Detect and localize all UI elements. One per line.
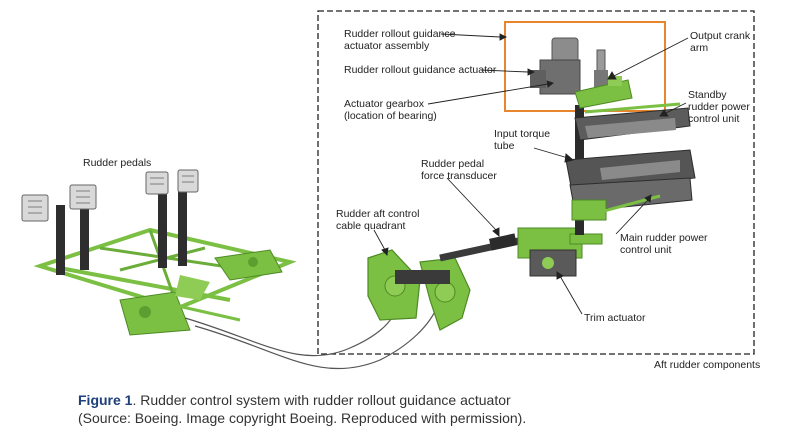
label-line: Actuator gearbox xyxy=(344,98,424,110)
control-cable xyxy=(194,304,439,370)
label-line: force transducer xyxy=(421,170,497,182)
label-input-torque: Input torque tube xyxy=(494,128,550,152)
label-trim-actuator: Trim actuator xyxy=(584,312,646,324)
caption-text-1: . Rudder control system with rudder roll… xyxy=(132,392,511,408)
caption-text-2: (Source: Boeing. Image copyright Boeing.… xyxy=(78,410,527,426)
label-line: arm xyxy=(690,42,709,54)
label-pedal-transducer: Rudder pedal force transducer xyxy=(421,158,497,182)
label-line: control unit xyxy=(688,113,740,125)
label-line: Rudder aft control xyxy=(336,208,420,220)
label-gearbox: Actuator gearbox (location of bearing) xyxy=(344,98,437,122)
label-line: actuator assembly xyxy=(344,40,430,52)
label-rudder-pedals: Rudder pedals xyxy=(83,157,152,169)
label-main-pcu: Main rudder power control unit xyxy=(620,232,708,256)
label-line: Rudder pedal xyxy=(421,158,485,170)
rudder-pedals-assembly xyxy=(21,169,297,336)
label-output-crank: Output crank arm xyxy=(690,30,750,54)
label-line: (location of bearing) xyxy=(344,110,437,122)
caption-figure-number: Figure 1 xyxy=(78,392,133,408)
label-line: Rudder rollout guidance xyxy=(344,28,456,40)
label-line: rudder power xyxy=(688,101,750,113)
label-aft-quadrant: Rudder aft control cable quadrant xyxy=(336,208,419,232)
rrg-actuator-assembly xyxy=(530,37,633,109)
label-line: control unit xyxy=(620,244,672,256)
aft-cable-quadrant xyxy=(367,249,471,331)
label-rrg-actuator: Rudder rollout guidance actuator xyxy=(344,64,497,76)
caption-line-1: Figure 1. Rudder control system with rud… xyxy=(78,391,778,409)
main-rudder-pcu xyxy=(565,149,696,221)
aft-components-box xyxy=(317,10,755,355)
label-rrg-assembly: Rudder rollout guidance actuator assembl… xyxy=(344,28,456,52)
label-line: Output crank xyxy=(690,30,751,42)
label-aft-components: Aft rudder components xyxy=(654,359,761,371)
figure-caption: Figure 1. Rudder control system with rud… xyxy=(78,391,778,427)
control-cable xyxy=(184,299,401,357)
label-line: Standby xyxy=(688,89,727,101)
force-transducer xyxy=(489,233,517,251)
label-line: cable quadrant xyxy=(336,220,406,232)
label-line: Input torque xyxy=(494,128,551,140)
trim-actuator-unit xyxy=(517,227,603,277)
label-line: tube xyxy=(494,140,515,152)
label-line: Main rudder power xyxy=(620,232,708,244)
label-standby-pcu: Standby rudder power control unit xyxy=(688,89,750,125)
